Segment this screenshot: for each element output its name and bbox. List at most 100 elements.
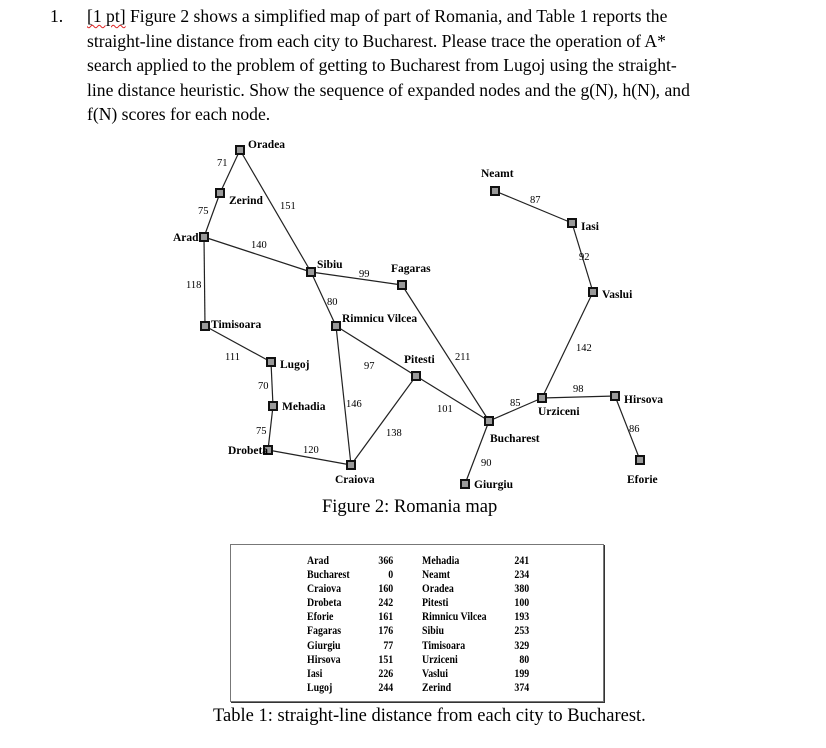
- road-rimnicu-vilcea-pitesti: [335, 325, 417, 377]
- road-distance-label: 86: [629, 424, 640, 435]
- road-zerind-arad: [203, 192, 221, 238]
- city-name-pitesti: Pitesti: [404, 354, 435, 366]
- road-distance-label: 142: [576, 343, 592, 354]
- road-distance-label: 92: [579, 252, 590, 263]
- road-urziceni-vaslui: [541, 291, 594, 399]
- table-distance-value: 161: [378, 611, 393, 624]
- city-node-fill: [492, 188, 498, 194]
- table-city-name: Hirsova: [307, 653, 341, 666]
- city-name-sibiu: Sibiu: [317, 259, 343, 271]
- road-distance-label: 85: [510, 398, 521, 409]
- city-node-fill: [201, 234, 207, 240]
- city-node-fill: [590, 289, 596, 295]
- table-city-name: Fagaras: [307, 625, 342, 638]
- road-distance-label: 80: [327, 297, 338, 308]
- city-name-fagaras: Fagaras: [391, 263, 431, 275]
- road-vaslui-iasi: [571, 222, 594, 293]
- table-distance-value: 366: [378, 555, 393, 567]
- road-distance-label: 118: [186, 280, 201, 291]
- road-distance-label: 70: [258, 381, 269, 392]
- table-distance-value: 0: [388, 569, 393, 582]
- city-node-fill: [308, 269, 314, 275]
- road-timisoara-lugoj: [204, 325, 272, 363]
- table-city-name: Drobeta: [307, 597, 342, 610]
- road-distance-label: 140: [251, 240, 267, 251]
- table-city-name: Pitesti: [422, 597, 449, 610]
- city-name-eforie: Eforie: [627, 474, 658, 486]
- table-distance-value: 329: [514, 639, 529, 652]
- road-rimnicu-vilcea-craiova: [335, 325, 352, 466]
- table-city-name: Bucharest: [307, 569, 350, 582]
- road-craiova-pitesti: [350, 375, 417, 466]
- road-oradea-sibiu: [239, 149, 312, 273]
- table-city-name: Arad: [307, 555, 329, 567]
- city-name-timisoara: Timisoara: [211, 319, 262, 331]
- road-fagaras-bucharest: [401, 284, 490, 422]
- table-distance-value: 77: [383, 639, 393, 652]
- question-line: [1 pt] Figure 2 shows a simplified map o…: [87, 6, 668, 26]
- table-distance-value: 151: [378, 653, 393, 666]
- table-distance-value: 242: [378, 597, 393, 610]
- city-name-arad: Arad: [173, 232, 199, 244]
- table-distance-value: 193: [514, 611, 529, 624]
- road-bucharest-giurgiu: [464, 420, 490, 485]
- road-distance-label: 138: [386, 428, 402, 439]
- table-city-name: Iasi: [307, 667, 323, 680]
- road-arad-sibiu: [203, 236, 312, 273]
- city-name-rimnicu-vilcea: Rimnicu Vilcea: [342, 313, 417, 325]
- table-city-name: Urziceni: [422, 653, 458, 666]
- city-node-fill: [637, 457, 643, 463]
- city-node-fill: [413, 373, 419, 379]
- road-arad-timisoara: [203, 236, 206, 327]
- city-name-vaslui: Vaslui: [602, 289, 633, 301]
- question-line: line distance heuristic. Show the sequen…: [87, 79, 690, 100]
- road-oradea-zerind: [219, 149, 241, 194]
- table-city-name: Zerind: [422, 681, 452, 694]
- city-name-drobeta: Drobeta: [228, 445, 268, 457]
- table-city-name: Vaslui: [422, 667, 449, 680]
- city-name-lugoj: Lugoj: [280, 359, 310, 371]
- table-city-name: Oradea: [422, 583, 454, 596]
- table-distance-value: 380: [514, 583, 529, 596]
- table-city-name: Giurgiu: [307, 639, 341, 652]
- road-bucharest-urziceni: [488, 397, 543, 422]
- city-name-giurgiu: Giurgiu: [474, 479, 514, 491]
- question-text: [1 pt] Figure 2 shows a simplified map o…: [87, 4, 787, 127]
- table-city-name: Mehadia: [422, 555, 460, 567]
- city-names: OradeaZerindAradTimisoaraLugojMehadiaDro…: [173, 139, 663, 491]
- road-iasi-neamt: [494, 190, 573, 224]
- road-distance-label: 151: [280, 201, 296, 212]
- question-number: 1.: [50, 6, 64, 26]
- city-node-fill: [217, 190, 223, 196]
- road-distance-label: 87: [530, 195, 541, 206]
- road-distance-label: 111: [225, 352, 240, 363]
- city-node-fill: [569, 220, 575, 226]
- road-mehadia-drobeta: [267, 405, 274, 451]
- road-distance-label: 90: [481, 458, 492, 469]
- city-node-fill: [202, 323, 208, 329]
- question-line: straight-line distance from each city to…: [87, 30, 666, 51]
- table-city-name: Neamt: [422, 569, 451, 582]
- city-node-fill: [612, 393, 618, 399]
- table-city-name: Sibiu: [422, 625, 444, 638]
- table-city-name: Eforie: [307, 611, 334, 624]
- table-distance-value: 374: [514, 681, 529, 694]
- city-node-fill: [270, 403, 276, 409]
- city-nodes: [199, 145, 645, 489]
- city-name-mehadia: Mehadia: [282, 401, 326, 413]
- road-distance-label: 211: [455, 352, 470, 363]
- table-city-name: Craiova: [307, 583, 342, 596]
- question-line: search applied to the problem of getting…: [87, 55, 677, 75]
- table-distance-value: 199: [514, 667, 529, 680]
- city-name-urziceni: Urziceni: [538, 406, 580, 418]
- road-distance-label: 75: [198, 206, 209, 217]
- road-distance-label: 97: [364, 361, 375, 372]
- city-node-fill: [268, 359, 274, 365]
- city-node-fill: [348, 462, 354, 468]
- points-label: [1 pt]: [87, 6, 126, 26]
- road-distance-label: 99: [359, 269, 370, 280]
- city-name-craiova: Craiova: [335, 474, 375, 486]
